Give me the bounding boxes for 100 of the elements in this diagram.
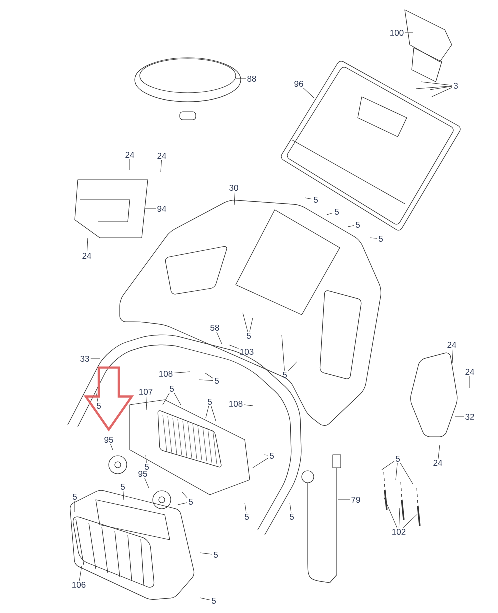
leader-line bbox=[370, 238, 378, 239]
leader-line bbox=[110, 444, 114, 450]
callout-number: 95 bbox=[104, 437, 114, 443]
callout-number: 33 bbox=[80, 356, 90, 362]
leader-line bbox=[174, 372, 190, 374]
callout-number: 5 bbox=[270, 453, 274, 459]
leader-line bbox=[206, 406, 210, 418]
leader-line bbox=[182, 492, 188, 498]
leader-line bbox=[198, 380, 214, 382]
leader-line bbox=[452, 348, 454, 364]
leader-line bbox=[430, 86, 453, 90]
callout-number: 5 bbox=[334, 209, 340, 215]
callout-number: 5 bbox=[396, 456, 400, 462]
callout-number: 5 bbox=[208, 399, 212, 405]
callout-number: 108 bbox=[230, 401, 243, 407]
leader-line bbox=[396, 462, 398, 480]
callout-number: 95 bbox=[138, 471, 148, 477]
leader-line bbox=[211, 406, 216, 422]
callout-number: 30 bbox=[230, 185, 238, 191]
leader-line bbox=[90, 358, 100, 360]
callout-number: 5 bbox=[72, 494, 78, 500]
leader-line bbox=[242, 312, 248, 332]
leader-line bbox=[216, 332, 222, 344]
leader-line bbox=[290, 502, 292, 514]
leader-line bbox=[252, 458, 269, 468]
leader-line bbox=[400, 462, 414, 484]
leader-line bbox=[236, 78, 246, 80]
callout-number: 24 bbox=[466, 369, 474, 375]
leader-line bbox=[382, 461, 395, 470]
leader-line bbox=[79, 566, 82, 582]
leader-line bbox=[96, 392, 98, 402]
callout-number: 5 bbox=[356, 222, 360, 228]
callout-number: 96 bbox=[294, 81, 304, 87]
callout-number: 58 bbox=[210, 325, 220, 331]
callout-number: 24 bbox=[434, 460, 442, 466]
leader-line bbox=[405, 32, 414, 34]
callout-number: 100 bbox=[390, 30, 404, 36]
leader-line bbox=[432, 87, 453, 98]
leader-line bbox=[244, 502, 247, 514]
callout-number: 107 bbox=[140, 389, 153, 395]
callout-number: 5 bbox=[282, 372, 288, 378]
leader-line bbox=[420, 82, 453, 86]
callout-number: 102 bbox=[392, 529, 406, 535]
block-arrow bbox=[84, 366, 134, 432]
leader-line bbox=[146, 454, 147, 464]
callout-number: 88 bbox=[248, 76, 256, 82]
leader-line bbox=[144, 478, 150, 488]
leader-line bbox=[204, 372, 214, 379]
leader-line bbox=[86, 238, 88, 252]
leader-line bbox=[244, 404, 254, 406]
callout-number: 103 bbox=[240, 349, 254, 355]
callout-number: 79 bbox=[352, 497, 360, 503]
leader-line bbox=[403, 514, 418, 528]
callout-number: 32 bbox=[466, 414, 474, 420]
leader-line bbox=[264, 454, 269, 456]
leader-line bbox=[146, 396, 148, 410]
leader-line bbox=[144, 208, 156, 210]
callout-number: 5 bbox=[212, 598, 216, 604]
leader-line bbox=[200, 598, 211, 600]
leader-line bbox=[174, 392, 182, 406]
callout-number: 108 bbox=[160, 371, 173, 377]
callout-number: 24 bbox=[448, 342, 456, 348]
leader-line bbox=[304, 198, 313, 200]
callout-number: 5 bbox=[170, 386, 174, 392]
leader-line bbox=[162, 392, 170, 406]
callout-number: 5 bbox=[246, 333, 252, 339]
leader-line bbox=[384, 496, 398, 528]
leader-line bbox=[454, 416, 464, 418]
callout-number: 24 bbox=[82, 253, 92, 259]
leader-line bbox=[303, 88, 314, 98]
callout-number: 5 bbox=[120, 484, 126, 490]
leader-line bbox=[160, 160, 162, 172]
callout-number: 5 bbox=[378, 236, 384, 242]
leader-line bbox=[438, 444, 440, 460]
leader-line bbox=[74, 500, 76, 512]
callout-number: 5 bbox=[214, 552, 218, 558]
leader-line bbox=[234, 192, 236, 206]
callout-number: 24 bbox=[158, 153, 166, 159]
callout-number: 3 bbox=[454, 83, 458, 89]
leader-line bbox=[250, 318, 254, 332]
leader-line bbox=[416, 86, 453, 90]
callout-number: 5 bbox=[96, 403, 102, 409]
callout-number: 24 bbox=[126, 152, 134, 158]
callout-number: 5 bbox=[188, 499, 194, 505]
callout-number: 5 bbox=[214, 378, 220, 384]
leader-line bbox=[282, 334, 285, 372]
callout-number: 5 bbox=[314, 197, 318, 203]
callout-number: 94 bbox=[158, 206, 166, 212]
callout-number: 106 bbox=[72, 582, 86, 588]
leader-line bbox=[123, 490, 124, 500]
callout-number: 5 bbox=[244, 514, 250, 520]
callout-number: 5 bbox=[290, 514, 294, 520]
leader-line bbox=[178, 502, 188, 506]
leader-line bbox=[348, 225, 355, 228]
callout-number: 5 bbox=[144, 464, 150, 470]
leader-line bbox=[200, 552, 213, 555]
leader-line bbox=[288, 362, 298, 372]
leader-line bbox=[326, 212, 334, 216]
leader-line bbox=[228, 344, 239, 350]
leader-line bbox=[398, 508, 400, 528]
